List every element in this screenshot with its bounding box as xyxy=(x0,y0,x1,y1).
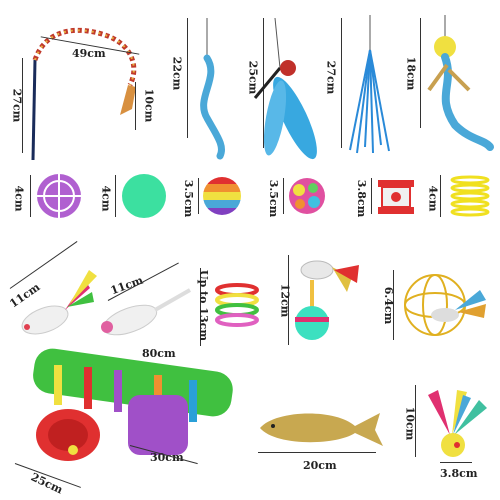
wire-ball-line xyxy=(393,270,394,340)
purple-ball-line xyxy=(30,175,31,217)
wand-length-label: 49cm xyxy=(72,47,106,60)
feather-teaser-image xyxy=(253,17,317,160)
spring-label: 4cm xyxy=(426,185,440,212)
roller-image xyxy=(378,180,414,214)
tunnel-length-label: 80cm xyxy=(142,347,176,360)
wire-ball-image xyxy=(404,274,486,336)
tumbler-image xyxy=(295,260,359,340)
wand-tail-label: 10cm xyxy=(142,88,156,123)
wand-height-label: 27cm xyxy=(10,88,24,123)
green-ball-line xyxy=(115,175,116,217)
purple-ball-image xyxy=(37,174,81,218)
yellow-feather-image xyxy=(427,15,494,151)
green-ball-label: 4cm xyxy=(99,185,113,212)
feather-ball-image xyxy=(428,390,487,457)
rainbow-ball-line xyxy=(198,178,199,214)
feather-ball-height-line xyxy=(415,385,416,457)
fish-image xyxy=(260,413,383,446)
yellow-feather-label: 18cm xyxy=(404,56,418,91)
fuzzy-ball-image xyxy=(289,178,325,214)
tinsel-line xyxy=(341,18,342,148)
blue-worm-image xyxy=(200,18,225,160)
purple-ball-label: 4cm xyxy=(12,185,26,212)
spring-image xyxy=(450,175,490,217)
mouse-pink-image xyxy=(101,288,191,336)
tumbler-label: 12cm xyxy=(278,283,292,318)
wand-tail-line xyxy=(135,82,136,130)
roller-label: 3.8cm xyxy=(355,179,369,218)
spring-rainbow-image xyxy=(215,283,259,327)
spring-line xyxy=(440,175,441,217)
tinsel-label: 27cm xyxy=(324,60,338,95)
feather-teaser-line xyxy=(263,18,264,148)
fuzzy-ball-line xyxy=(283,178,284,214)
rainbow-ball-label: 3.5cm xyxy=(182,179,196,218)
feather-ball-width-line xyxy=(440,462,472,463)
wand-height-line xyxy=(22,58,23,153)
feather-ball-width-label: 3.8cm xyxy=(440,467,478,480)
roller-line xyxy=(371,178,372,214)
wand-toy-image xyxy=(31,27,137,161)
fuzzy-ball-label: 3.5cm xyxy=(267,179,281,218)
feather-ball-height-label: 10cm xyxy=(403,406,417,441)
rainbow-ball-image xyxy=(203,177,241,215)
tumbler-line xyxy=(288,255,289,345)
blue-worm-label: 22cm xyxy=(170,56,184,91)
fish-label: 20cm xyxy=(303,459,337,472)
spring-rainbow-label: Up to 13cm xyxy=(197,269,211,342)
tunnel-side-label: 30cm xyxy=(150,451,184,464)
tunnel-image xyxy=(33,348,233,461)
yellow-feather-line xyxy=(420,18,421,128)
fish-line xyxy=(258,452,376,453)
mouse-feather-image xyxy=(21,270,97,335)
blue-worm-line xyxy=(187,18,188,138)
tinsel-teaser-image xyxy=(349,15,390,154)
green-ball-image xyxy=(122,174,166,218)
spring-rainbow-line xyxy=(200,268,201,346)
